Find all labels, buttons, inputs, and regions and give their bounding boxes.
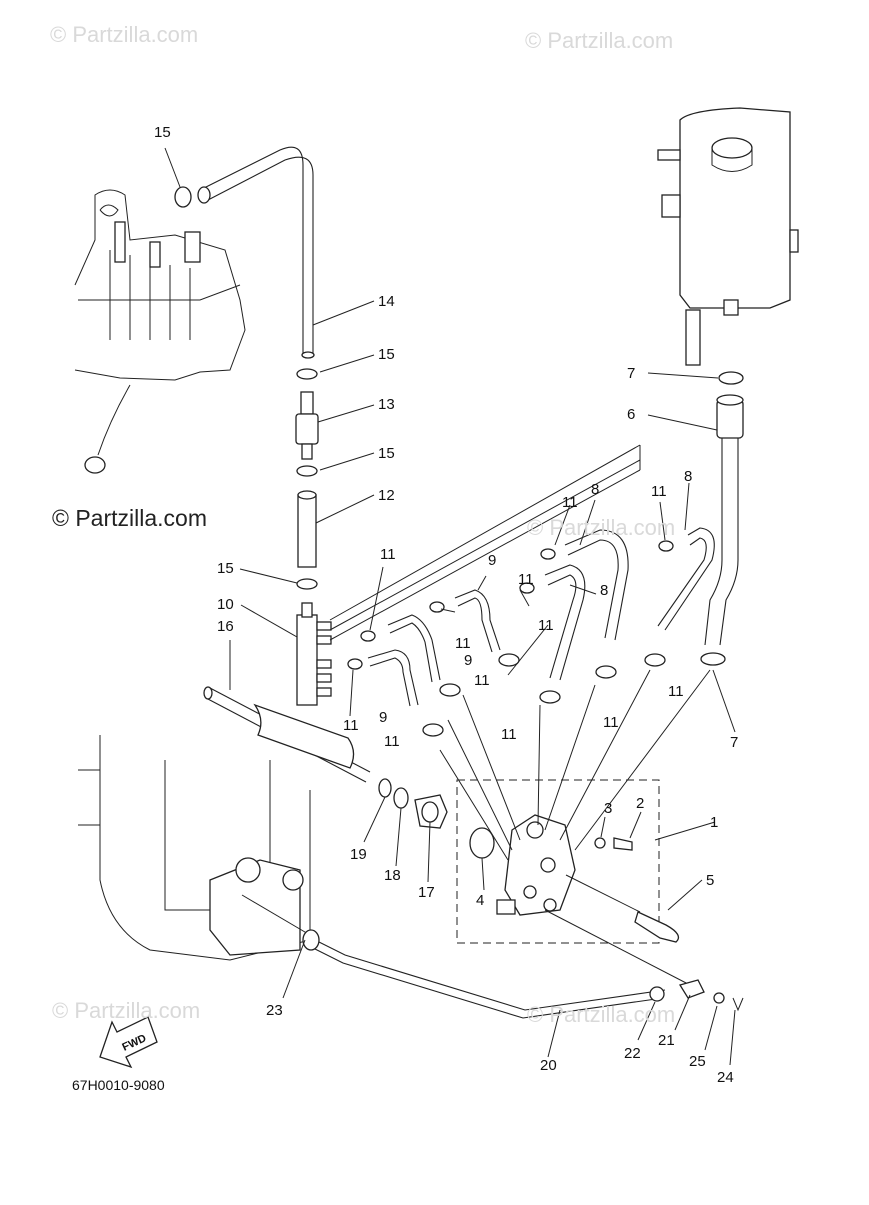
callout-11: 11 bbox=[343, 717, 359, 734]
manifold-10-drawing bbox=[296, 444, 641, 706]
camshaft-16-drawing bbox=[203, 686, 371, 783]
callout-16: 16 bbox=[217, 618, 234, 635]
callout-11: 11 bbox=[538, 617, 554, 634]
hoses-9-drawing bbox=[367, 589, 501, 707]
callout-11: 11 bbox=[562, 494, 578, 511]
callout-6: 6 bbox=[627, 406, 636, 423]
callout-9: 9 bbox=[379, 709, 388, 726]
callout-25: 25 bbox=[689, 1053, 706, 1070]
small-parts-drawing bbox=[378, 778, 680, 943]
callout-12: 12 bbox=[378, 487, 395, 504]
engine-lower-drawing bbox=[78, 735, 311, 961]
oil-tank-drawing bbox=[657, 107, 799, 366]
callout-8: 8 bbox=[684, 468, 693, 485]
callout-11: 11 bbox=[518, 571, 534, 588]
callout-20: 20 bbox=[540, 1057, 557, 1074]
callout-9: 9 bbox=[488, 552, 497, 569]
hose-12-drawing bbox=[297, 490, 317, 568]
clips-11-drawing bbox=[347, 540, 674, 737]
linkage-rod-drawing bbox=[241, 894, 744, 1019]
callout-11: 11 bbox=[455, 635, 471, 652]
watermark: © Partzilla.com bbox=[527, 1002, 676, 1027]
callout-24: 24 bbox=[717, 1069, 734, 1086]
watermark: © Partzilla.com bbox=[525, 28, 674, 53]
callout-3: 3 bbox=[604, 800, 613, 817]
connector-13-drawing bbox=[295, 391, 319, 460]
callout-1: 1 bbox=[710, 814, 719, 831]
callout-15: 15 bbox=[217, 560, 234, 577]
callout-11: 11 bbox=[501, 726, 517, 743]
oil-pump-drawing bbox=[439, 669, 711, 916]
callout-2: 2 bbox=[636, 795, 645, 812]
callout-21: 21 bbox=[658, 1032, 675, 1049]
callout-10: 10 bbox=[217, 596, 234, 613]
hoses-8-drawing bbox=[544, 527, 715, 681]
callout-18: 18 bbox=[384, 867, 401, 884]
callout-22: 22 bbox=[624, 1045, 641, 1062]
clips-15-drawing bbox=[174, 186, 318, 590]
callout-11: 11 bbox=[603, 714, 619, 731]
watermark: © Partzilla.com bbox=[52, 998, 201, 1023]
callout-11: 11 bbox=[651, 483, 667, 500]
watermark: © Partzilla.com bbox=[527, 515, 676, 540]
callout-8: 8 bbox=[600, 582, 609, 599]
leader-lines bbox=[164, 147, 736, 1066]
hose-14-drawing bbox=[197, 146, 315, 359]
callout-23: 23 bbox=[266, 1002, 283, 1019]
callout-9: 9 bbox=[464, 652, 473, 669]
callout-15: 15 bbox=[378, 445, 395, 462]
engine-block-drawing bbox=[74, 189, 246, 474]
callout-17: 17 bbox=[418, 884, 435, 901]
callout-5: 5 bbox=[706, 872, 715, 889]
callout-11: 11 bbox=[474, 672, 490, 689]
callout-7: 7 bbox=[730, 734, 739, 751]
callout-11: 11 bbox=[380, 546, 396, 563]
callout-14: 14 bbox=[378, 293, 395, 310]
callout-11: 11 bbox=[668, 683, 684, 700]
callout-15: 15 bbox=[378, 346, 395, 363]
watermark: © Partzilla.com bbox=[50, 22, 199, 47]
callout-19: 19 bbox=[350, 846, 367, 863]
hose-6-drawing bbox=[700, 371, 744, 666]
callout-7: 7 bbox=[627, 365, 636, 382]
callout-11: 11 bbox=[384, 733, 400, 750]
callout-13: 13 bbox=[378, 396, 395, 413]
callout-4: 4 bbox=[476, 892, 485, 909]
callout-8: 8 bbox=[591, 481, 600, 498]
callout-15: 15 bbox=[154, 124, 171, 141]
diagram-code: 67H0010-9080 bbox=[72, 1077, 165, 1093]
fwd-arrow-icon bbox=[99, 1016, 158, 1069]
watermark: © Partzilla.com bbox=[52, 505, 207, 531]
